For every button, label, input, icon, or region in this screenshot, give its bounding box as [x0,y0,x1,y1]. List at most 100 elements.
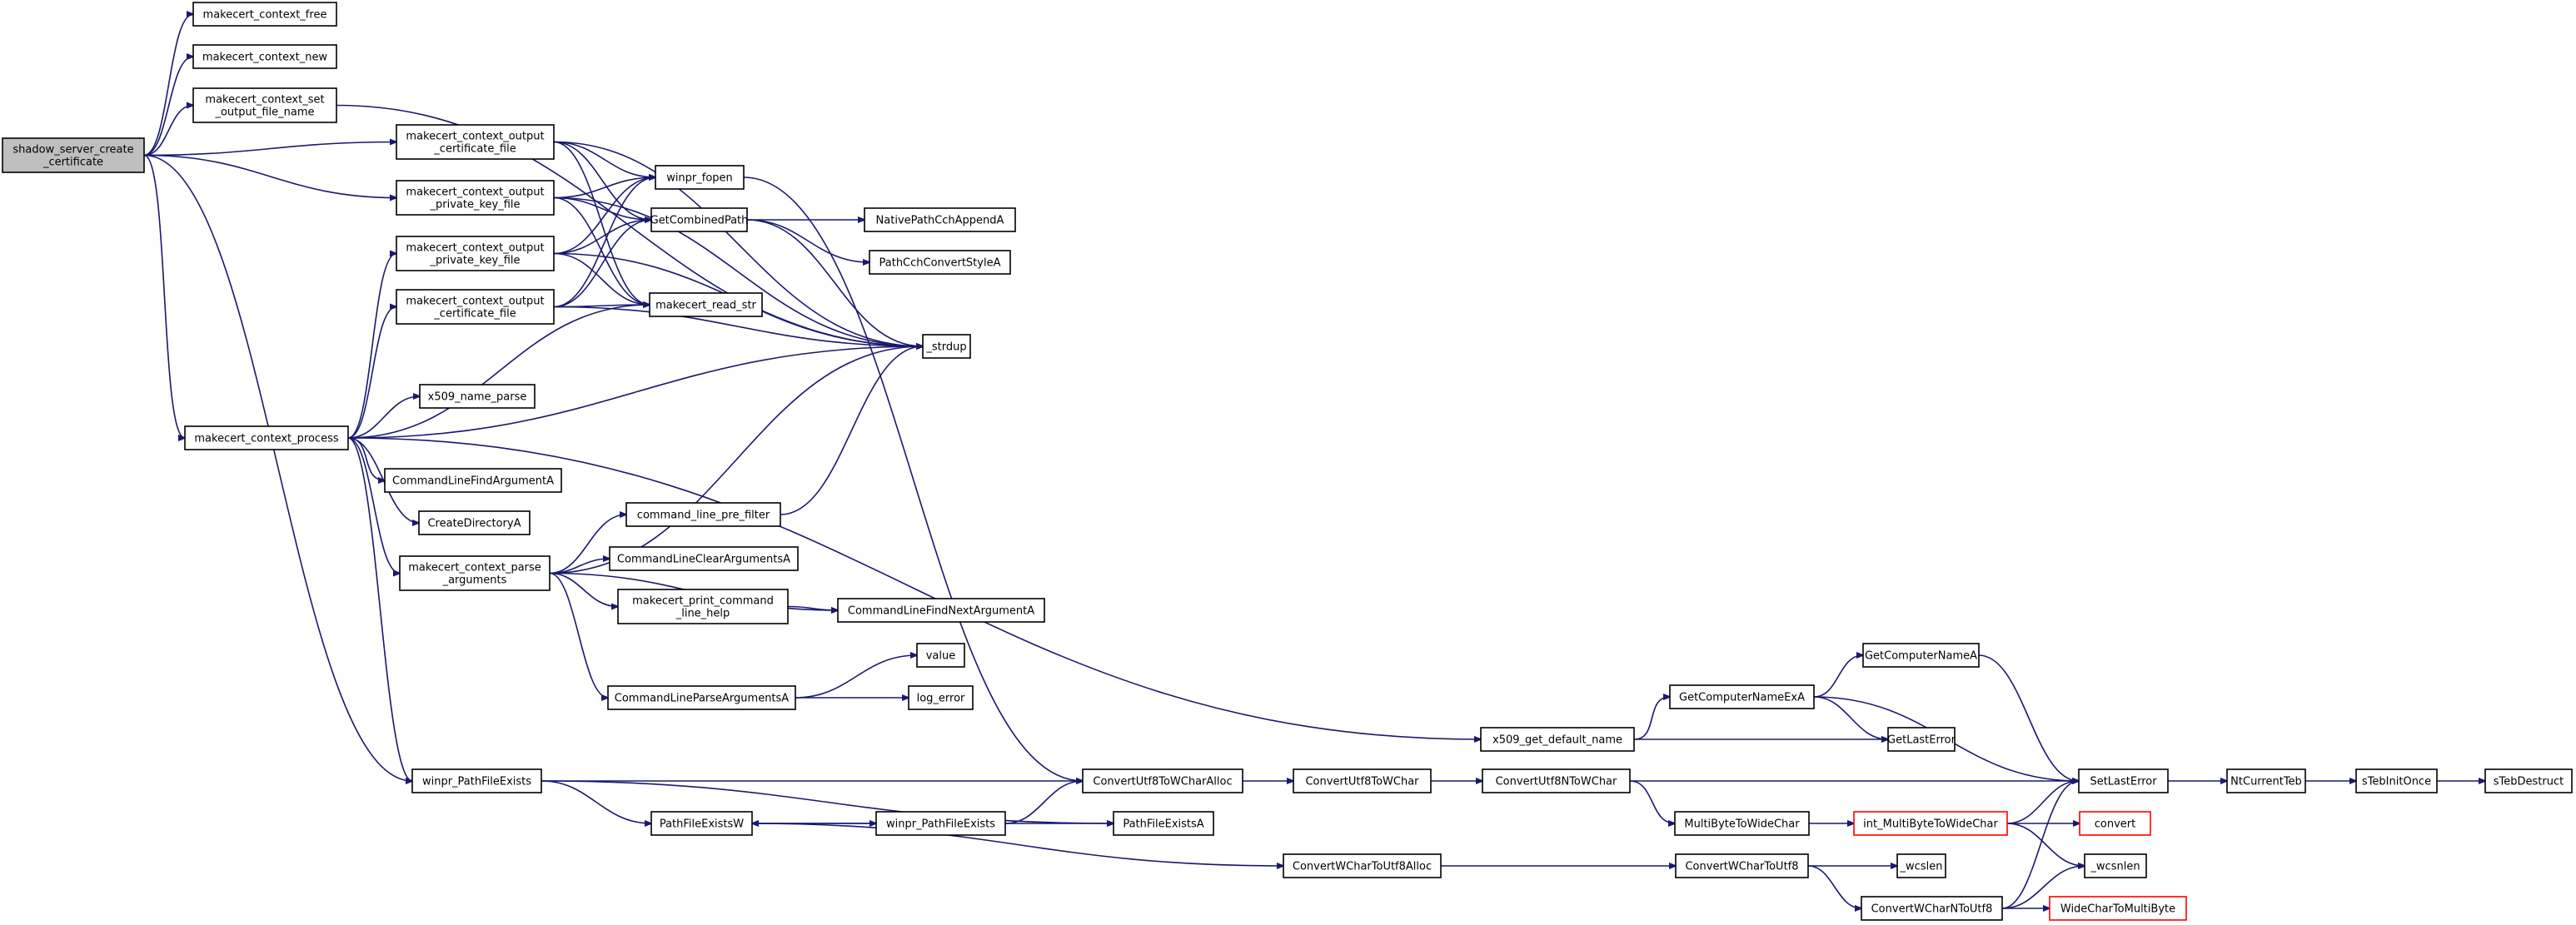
node-teb-init[interactable]: sTebInitOnce [2355,768,2438,793]
node-cl-next[interactable]: CommandLineFindNextArgumentA [837,598,1045,623]
edge-line [553,306,923,347]
node-wcsnlen[interactable]: _wcsnlen [2084,853,2147,878]
edge-out_key_2-to-read_str [553,252,650,306]
node-cl-clear[interactable]: CommandLineClearArgumentsA [609,546,799,571]
node-box [399,555,551,591]
edge-out_cert_2-to-get_comb [553,220,651,308]
node-box [625,502,781,527]
node-npc-append[interactable]: NativePathCchAppendA [864,207,1016,232]
edge-ctx_process-to-winpr_pfe [347,437,412,781]
node-winpr-pfe2[interactable]: winpr_PathFileExists [875,811,1006,836]
node-cu8-wca[interactable]: ConvertUtf8ToWCharAlloc [1082,768,1243,793]
edge-int_mb_wc-to-set_last [2006,781,2079,824]
node-box [869,250,1011,275]
node-label: CommandLineParseArgumentsA [615,693,790,705]
node-cwcn-u8[interactable]: ConvertWCharNToUtf8 [1861,896,2003,921]
edge-line [787,605,838,611]
node-teb-destruct[interactable]: sTebDestruct [2484,768,2573,793]
node-wc-mb[interactable]: WideCharToMultiByte [2049,896,2187,921]
edge-cl_parse-to-value [795,655,917,699]
node-winpr-pfe[interactable]: winpr_PathFileExists [411,768,542,793]
node-label: MultiByteToWideChar [1684,818,1800,831]
edge-line [2006,823,2085,866]
node-label: PathFileExistsW [660,818,744,831]
node-out-key-1[interactable]: makecert_context_output_private_key_file [396,180,555,216]
node-winpr-fopen[interactable]: winpr_fopen [655,165,745,190]
node-create-dir[interactable]: CreateDirectoryA [418,510,531,535]
node-box [192,2,337,27]
node-pfe-w[interactable]: PathFileExistsW [650,811,753,836]
node-out-key-2[interactable]: makecert_context_output_private_key_file [396,236,555,271]
node-gcn-exa[interactable]: GetComputerNameExA [1669,684,1815,709]
node-cu8n-wc[interactable]: ConvertUtf8NToWChar [1482,768,1631,793]
node-out-cert-1[interactable]: makecert_context_output_certificate_file [396,124,555,160]
edge-winpr_fopen-to-cu8_wca [743,177,1083,781]
node-box [875,811,1006,836]
node-x509-def[interactable]: x509_get_default_name [1480,727,1635,752]
node-label: makecert_context_output [406,296,544,308]
node-cu8-wc[interactable]: ConvertUtf8ToWChar [1293,768,1432,793]
node-strdup[interactable]: _strdup [922,334,971,359]
node-cwc-u8[interactable]: ConvertWCharToUtf8 [1675,853,1809,878]
node-label: log_error [917,693,965,705]
edge-root-to-ctx_process [143,154,185,439]
node-get-comb[interactable]: GetCombinedPath [650,207,749,232]
node-cl-find[interactable]: CommandLineFindArgumentA [384,468,562,493]
node-cwc-u8a[interactable]: ConvertWCharToUtf8Alloc [1283,853,1442,878]
node-pcc-style[interactable]: PathCchConvertStyleA [869,250,1011,275]
node-box [396,236,555,271]
node-label: WideCharToMultiByte [2060,903,2175,916]
edge-get_comb-to-strdup [746,219,923,346]
node-value[interactable]: value [916,643,965,668]
node-root[interactable]: shadow_server_create_certificate [2,137,145,173]
edge-out_key_2-to-get_comb [553,220,651,255]
edge-line [143,154,412,782]
node-label: _certificate [42,157,103,169]
edge-line [553,196,650,306]
node-box [411,768,542,793]
edge-cu8n_wc-to-mb_wc [1629,780,1675,823]
node-wcslen[interactable]: _wcslen [1896,853,1946,878]
node-nt-teb[interactable]: NtCurrentTeb [2226,768,2306,793]
node-pfe-a[interactable]: PathFileExistsA [1113,811,1214,836]
node-label: CreateDirectoryA [427,518,521,530]
edge-line [549,515,626,574]
node-ctx-new[interactable]: makecert_context_new [192,44,337,69]
node-label: x509_get_default_name [1492,734,1622,747]
node-parse-args[interactable]: makecert_context_parse_arguments [399,555,551,591]
node-print-help[interactable]: makecert_print_command_line_help [617,589,789,624]
node-ctx-set-out[interactable]: makecert_context_set_output_file_name [192,87,337,123]
node-box [864,207,1016,232]
node-label: winpr_PathFileExists [886,818,995,831]
node-box [649,292,763,317]
node-read-str[interactable]: makecert_read_str [649,292,763,317]
node-label: GetLastError [1887,734,1956,747]
node-set-last[interactable]: SetLastError [2078,768,2169,793]
node-out-cert-2[interactable]: makecert_context_output_certificate_file [396,289,555,325]
node-box [1887,727,1956,752]
node-ctx-process[interactable]: makecert_context_process [184,425,349,450]
node-gcn-a[interactable]: GetComputerNameA [1862,643,1980,668]
node-ctx-free[interactable]: makecert_context_free [192,2,337,27]
edge-line [347,346,923,439]
node-box [1669,684,1815,709]
node-box [1862,643,1980,668]
node-label: _certificate_file [433,143,516,156]
node-cl-pre[interactable]: command_line_pre_filter [625,502,781,527]
node-get-last[interactable]: GetLastError [1887,727,1956,752]
node-x509-parse[interactable]: x509_name_parse [419,384,536,409]
edge-out_key_1-to-winpr_fopen [553,177,655,199]
edge-winpr_pfe-to-pfe_a [541,780,1114,823]
node-box [2049,896,2187,921]
edge-line [553,141,651,221]
node-box [609,546,799,571]
node-label: NtCurrentTeb [2230,776,2302,788]
node-box [655,165,745,190]
node-mb-wc[interactable]: MultiByteToWideChar [1674,811,1810,836]
node-log-error[interactable]: log_error [908,685,974,710]
node-label: _arguments [442,574,507,587]
node-cl-parse[interactable]: CommandLineParseArgumentsA [607,685,796,710]
node-int-mb-wc[interactable]: int_MultiByteToWideChar [1853,811,2008,836]
node-convert[interactable]: convert [2079,811,2151,836]
edge-line [347,437,412,781]
